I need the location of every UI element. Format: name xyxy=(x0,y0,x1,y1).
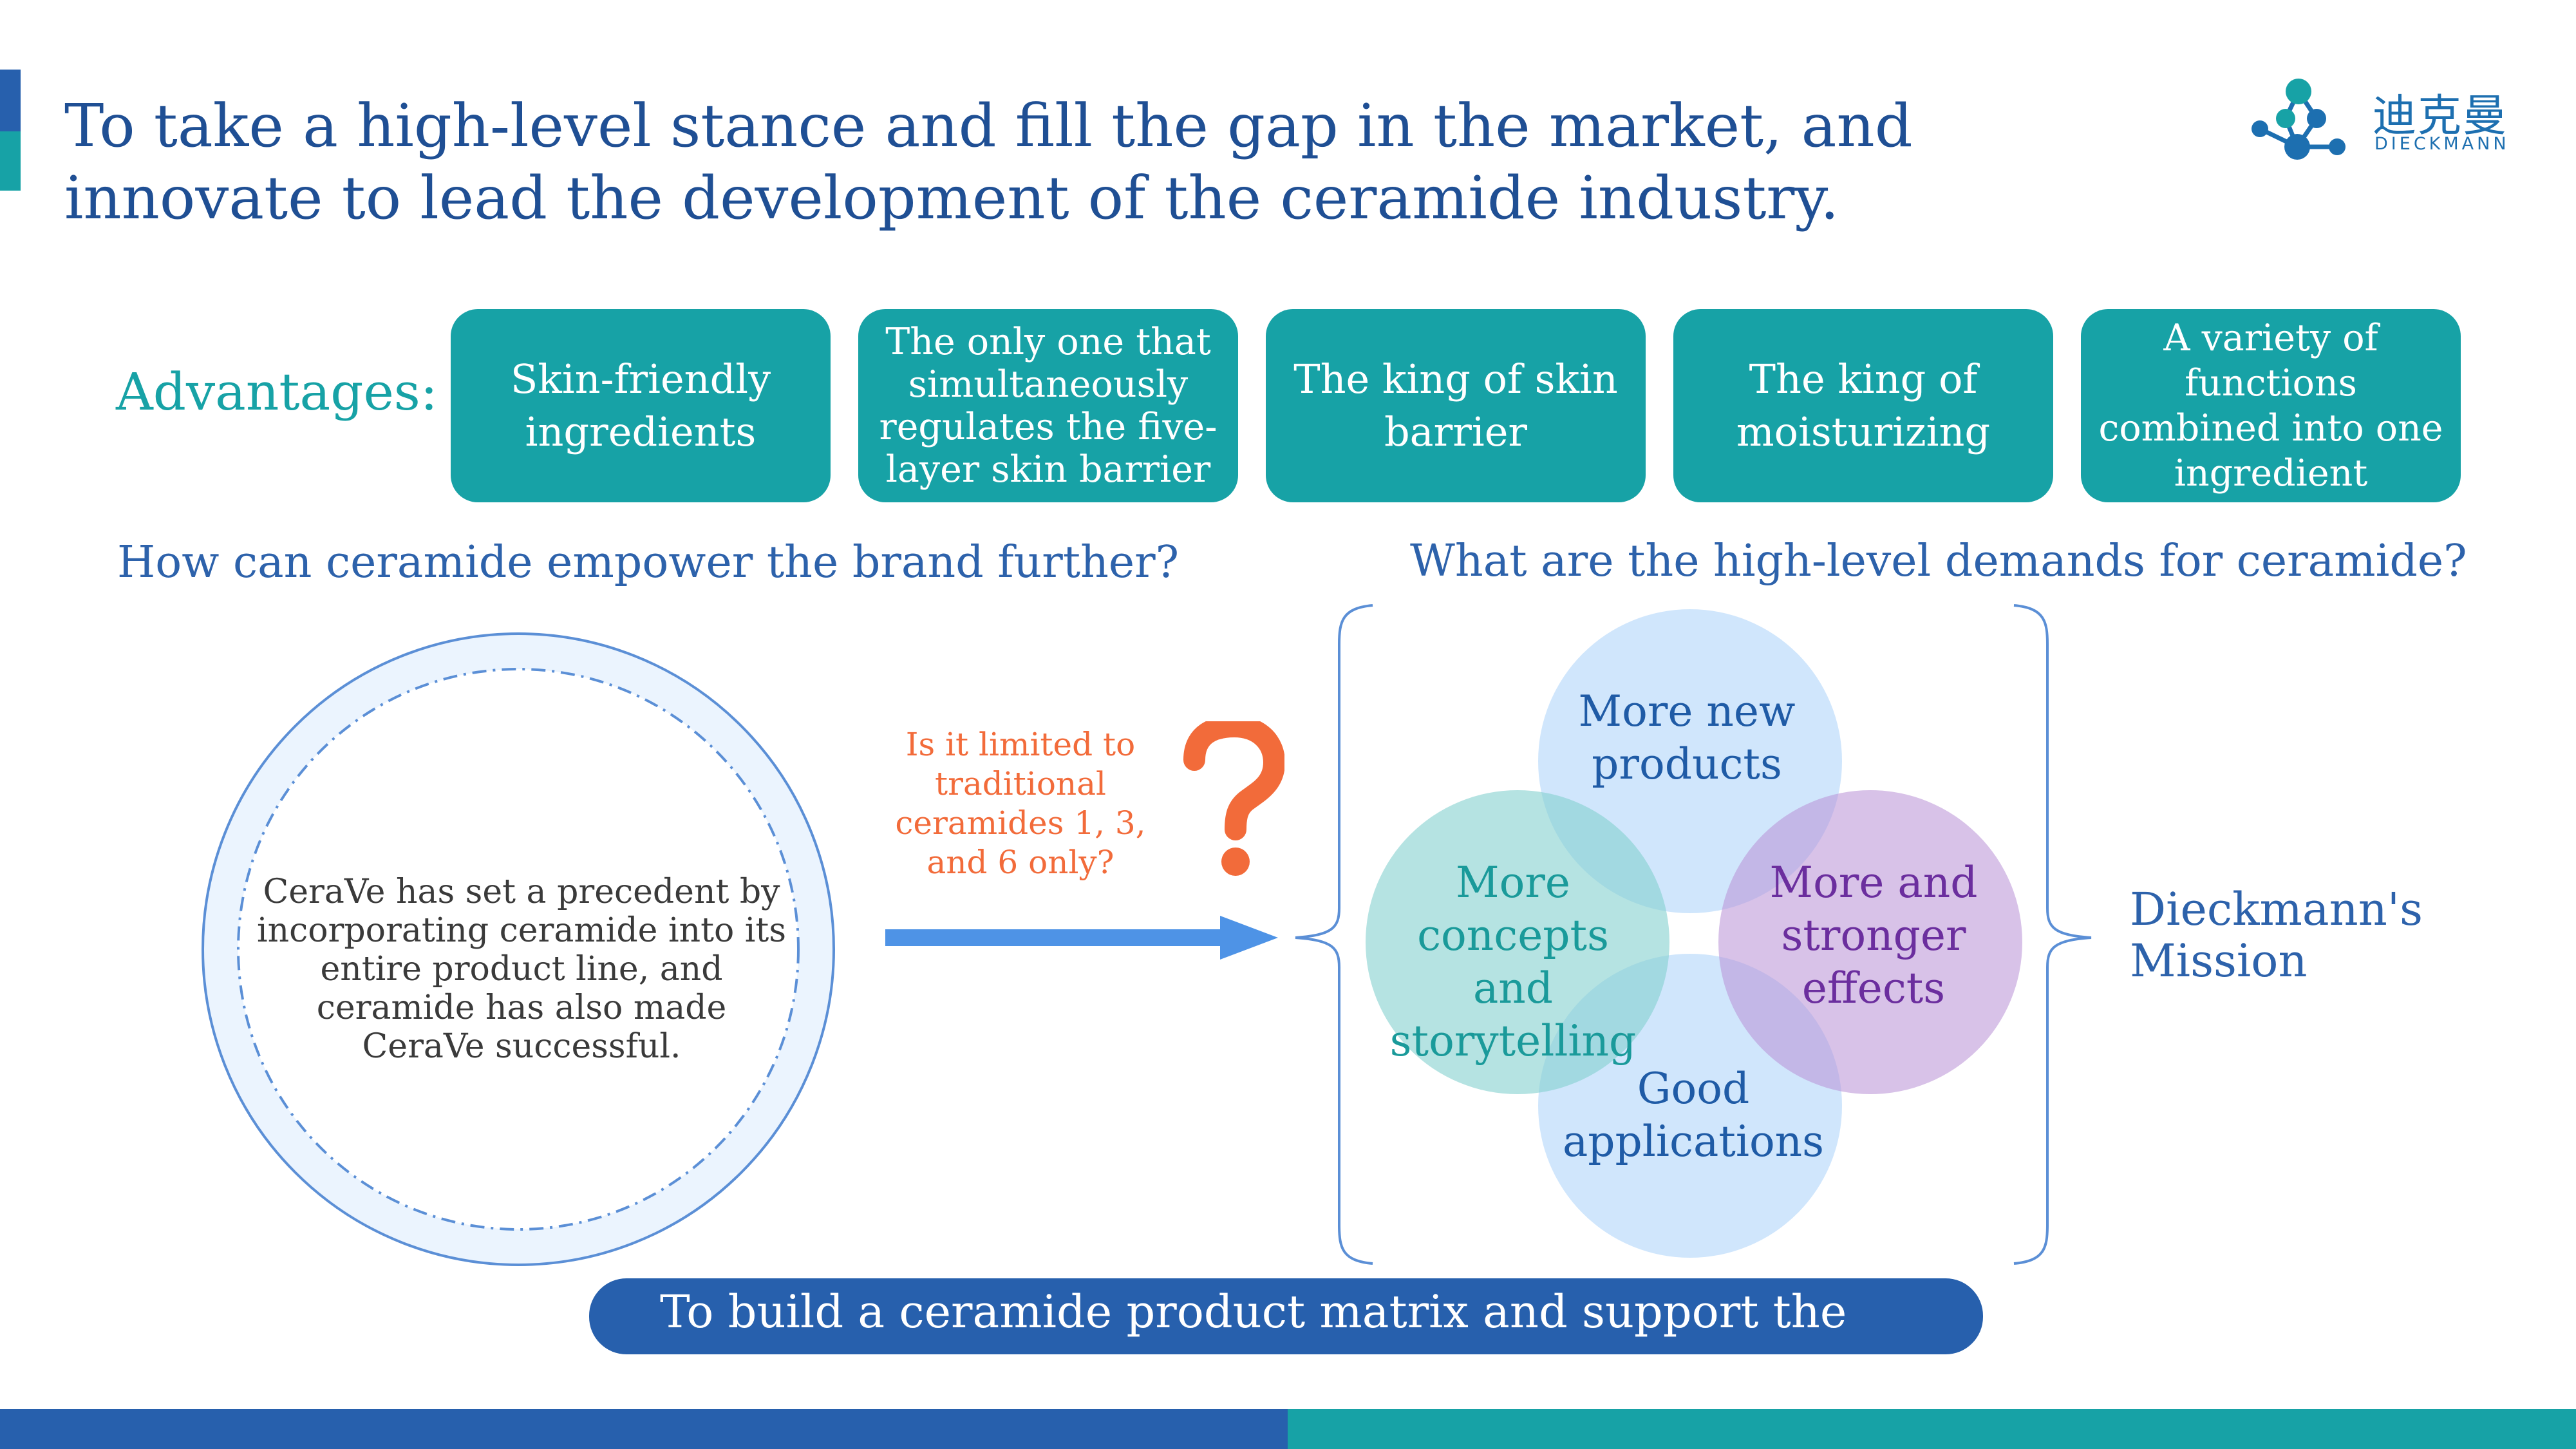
advantage-box: The king of skin barrier xyxy=(1266,309,1646,502)
advantage-text: The king of moisturizing xyxy=(1736,355,1991,455)
advantage-text: A variety of functions combined into one… xyxy=(2098,317,2443,495)
venn-label-bottom: Good applications xyxy=(1562,1064,1825,1166)
title-accent-bar-teal xyxy=(0,131,21,191)
logo-english-name: DIECKMANN xyxy=(2374,134,2510,154)
mission-banner: To build a ceramide product matrix and s… xyxy=(589,1278,1983,1354)
right-brace xyxy=(2013,604,2092,1265)
advantage-text: The only one that simultaneously regulat… xyxy=(879,321,1217,491)
question-left: How can ceramide empower the brand furth… xyxy=(117,537,1180,588)
footer-bar-blue xyxy=(0,1409,1288,1449)
mission-label: Dieckmann's Mission xyxy=(2130,883,2423,987)
advantage-box: Skin-friendly ingredients xyxy=(451,309,831,502)
advantage-text: Skin-friendly ingredients xyxy=(510,355,771,455)
venn-label-left: More concepts and storytelling xyxy=(1389,858,1637,1066)
footer-bar-teal xyxy=(1288,1409,2576,1449)
advantage-text: The king of skin barrier xyxy=(1293,355,1618,455)
cerave-description: CeraVe has set a precedent by incorporat… xyxy=(256,873,787,1066)
left-brace xyxy=(1295,604,1373,1265)
arrow-head xyxy=(1220,916,1278,960)
question-right: What are the high-level demands for cera… xyxy=(1410,536,2467,587)
logo-chinese-name: 迪克曼 xyxy=(2373,91,2508,142)
dieckmann-logo-icon xyxy=(2252,79,2346,160)
title-accent-bar-blue xyxy=(0,70,21,131)
advantage-box: The only one that simultaneously regulat… xyxy=(858,309,1238,502)
advantages-label: Advantages: xyxy=(116,362,438,422)
venn-circle-right xyxy=(1718,790,2022,1094)
venn-label-right: More and stronger effects xyxy=(1769,858,1978,1013)
page-title: To take a high-level stance and fill the… xyxy=(64,91,1913,232)
limited-question-text: Is it limited to traditional ceramides 1… xyxy=(895,726,1146,881)
advantage-box: The king of moisturizing xyxy=(1673,309,2053,502)
mission-banner-text: To build a ceramide product matrix and s… xyxy=(660,1285,1847,1354)
advantage-box: A variety of functions combined into one… xyxy=(2081,309,2461,502)
venn-circle-left xyxy=(1366,790,1669,1094)
question-mark-icon xyxy=(1183,721,1284,876)
cerave-inner-circle xyxy=(237,668,800,1231)
venn-label-top: More new products xyxy=(1578,687,1796,789)
